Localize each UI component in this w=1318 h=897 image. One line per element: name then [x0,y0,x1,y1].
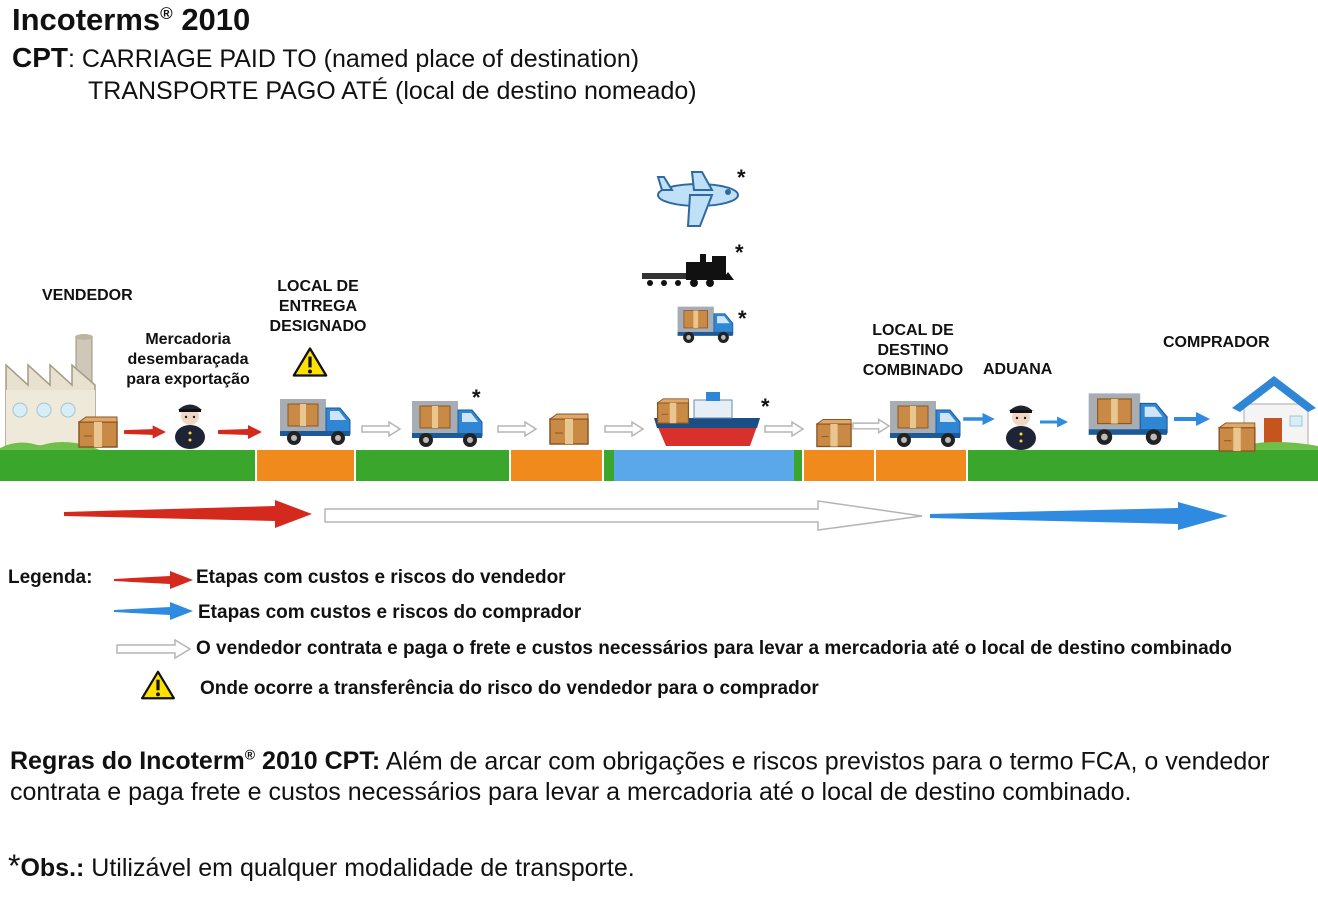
factory-icon [0,334,100,450]
buyer-risk-arrow [930,502,1228,530]
freight-arrow [324,500,923,531]
asterisk-ship: * [761,394,770,419]
train-icon [642,254,734,287]
legend-seller: Etapas com custos e riscos do vendedor [196,567,566,588]
truck-icon [1088,392,1168,446]
term-english: CPT: CARRIAGE PAID TO (named place of de… [12,42,640,73]
legend-warning-icon [140,670,176,700]
customs-officer-icon [1006,405,1036,450]
page-title: Incoterms® 2010 [12,2,251,37]
house-icon [1218,376,1318,452]
legend-red-arrow-icon [114,571,193,589]
blue-arrow-icon [1174,412,1210,426]
warning-icon [292,347,328,377]
truck-icon [411,400,483,448]
ground-bar [0,450,1318,481]
truck-icon [279,398,351,446]
label-comprador: COMPRADOR [1163,334,1270,351]
hollow-arrow-icon [497,421,537,437]
hollow-arrow-icon [603,421,645,437]
cpt-flow-diagram [0,171,1318,700]
truck-icon [677,306,734,344]
red-arrow-icon [218,425,262,439]
legend-risk: Onde ocorre a transferência do risco do … [200,678,819,699]
seller-risk-arrow [64,500,312,528]
blue-arrow-icon [1040,416,1068,428]
asterisk-truck: * [472,385,481,410]
legend-buyer: Etapas com custos e riscos do comprador [198,602,582,623]
obs-note: *Obs.: Utilizável em qualquer modalidade… [8,848,635,884]
customs-officer-icon [175,404,205,449]
hollow-arrow-icon [764,421,804,437]
term-portuguese: TRANSPORTE PAGO ATÉ (local de destino no… [88,77,697,105]
ship-icon [654,392,760,446]
red-arrow-icon [124,425,166,439]
label-aduana: ADUANA [983,361,1053,378]
rules-paragraph: Regras do Incoterm® 2010 CPT: Além de ar… [10,747,1270,807]
asterisk-train: * [735,240,744,265]
blue-arrow-icon [963,412,995,426]
truck-icon [889,400,961,448]
hollow-arrow-icon [361,421,401,437]
term-code: CPT [12,42,68,73]
asterisk-plane: * [737,165,746,190]
open-box-icon [1218,422,1256,452]
label-vendedor: VENDEDOR [42,287,133,304]
box-icon [78,416,118,448]
rules-heading: Regras do Incoterm® 2010 CPT: [10,747,381,776]
asterisk-truck-air: * [738,306,747,331]
hollow-arrow-icon [852,418,890,434]
legend-label: Legenda: [8,567,93,588]
box-icon [816,418,852,448]
airplane-icon [656,171,739,227]
legend-freight: O vendedor contrata e paga o frete e cus… [196,638,1232,659]
box-icon [549,413,589,445]
legend-blue-arrow-icon [114,602,193,620]
legend-hollow-arrow-icon [116,638,192,660]
